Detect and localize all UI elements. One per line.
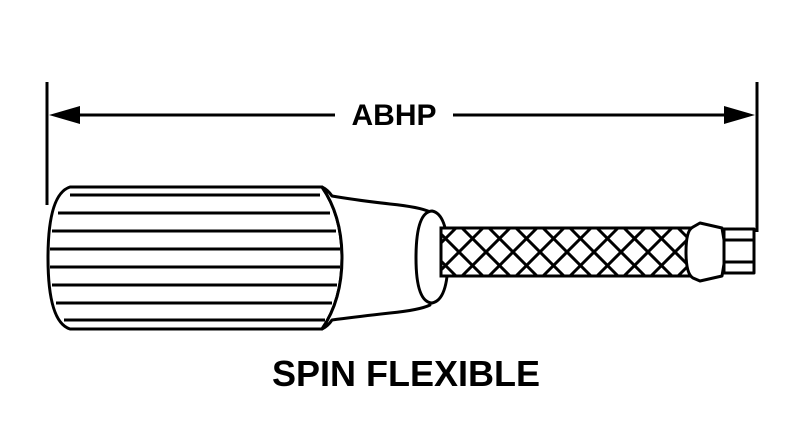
braid-strand bbox=[595, 226, 647, 278]
braid-strand bbox=[439, 232, 485, 278]
grip-ridges bbox=[50, 193, 340, 322]
handle bbox=[46, 185, 450, 331]
braid-strand bbox=[439, 259, 458, 278]
braid-strand bbox=[487, 226, 539, 278]
arrowhead-left bbox=[49, 106, 80, 124]
braid-strand bbox=[649, 234, 693, 278]
braid-strand bbox=[568, 226, 620, 278]
tip-assembly bbox=[684, 221, 756, 283]
arrowhead-right bbox=[724, 106, 755, 124]
dimension-group bbox=[45, 82, 759, 232]
shaft-braid bbox=[439, 226, 693, 278]
handle-ferrule bbox=[320, 185, 432, 331]
braid-strand bbox=[439, 226, 485, 272]
braid-strand bbox=[649, 226, 693, 270]
braid-strand bbox=[541, 226, 593, 278]
hex-bit bbox=[722, 227, 756, 275]
braid-strand bbox=[439, 226, 458, 245]
dimension-label: ABHP bbox=[351, 99, 436, 132]
braid-strand bbox=[460, 226, 512, 278]
handle-grip bbox=[46, 185, 344, 331]
part-caption: SPIN FLEXIBLE bbox=[272, 353, 540, 394]
braid-strand bbox=[622, 226, 674, 278]
tip-ferrule bbox=[684, 221, 728, 283]
braid-strand bbox=[514, 226, 566, 278]
